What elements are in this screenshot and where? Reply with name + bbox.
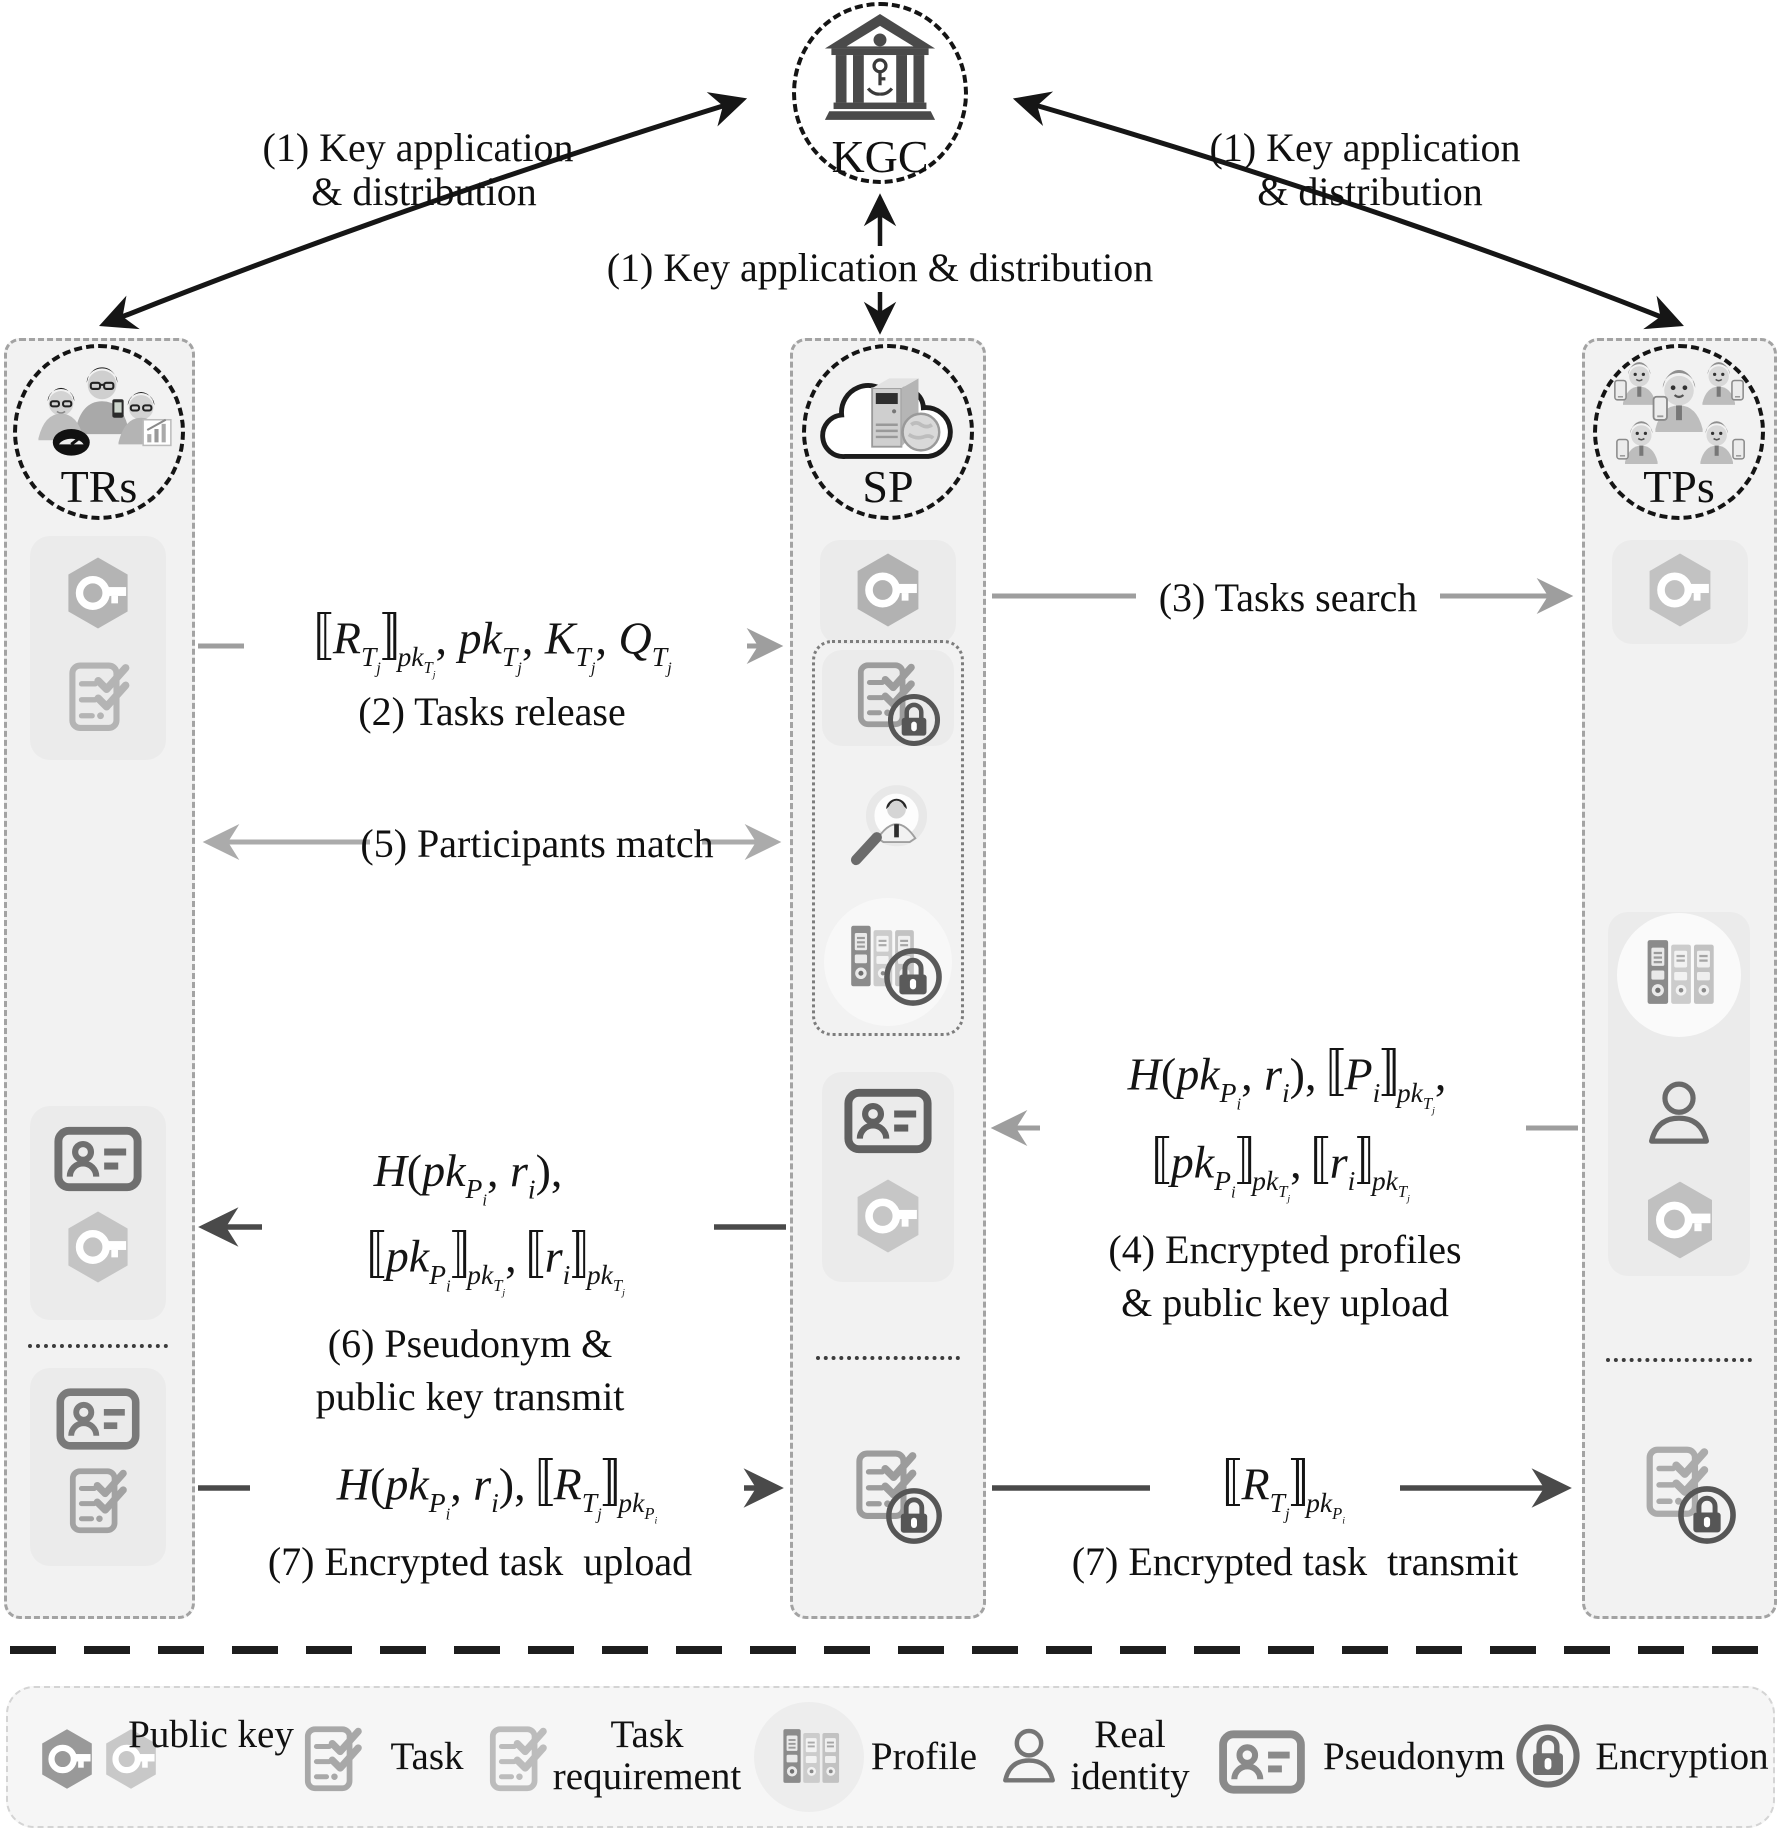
profile-icon (1640, 934, 1716, 1010)
step7-right-label: (7) Encrypted task transmit (1071, 1539, 1519, 1584)
legend-item-task: Task (390, 1735, 464, 1778)
public-key-icon (61, 1210, 135, 1284)
trs-divider (28, 1344, 168, 1348)
public-key-icon (1640, 1180, 1720, 1260)
encryption-lock-icon (886, 692, 942, 748)
step3-label: (3) Tasks search (1158, 575, 1418, 620)
step4-label-line1: (4) Encrypted profiles (1108, 1227, 1462, 1272)
kgc-bank-icon (818, 14, 942, 122)
task-requesters-icon (22, 356, 176, 464)
step7-left-label: (7) Encrypted task upload (267, 1539, 693, 1584)
step1-right-label-line2: & distribution (1257, 169, 1483, 214)
legend-item-task-requirement: Task requirement (552, 1713, 742, 1799)
cloud-server-icon (806, 354, 970, 476)
kgc-node-circle (792, 2, 968, 184)
profile-icon (777, 1724, 841, 1788)
public-key-icon (36, 1728, 98, 1790)
encryption-icon (1514, 1722, 1582, 1790)
public-key-icon (61, 556, 135, 630)
step6-formula-line1: H(pkPi, ri), (373, 1145, 563, 1210)
pseudonym-icon (56, 1388, 140, 1450)
tps-divider (1606, 1358, 1752, 1362)
public-key-icon (850, 552, 926, 628)
step6-label-line1: (6) Pseudonym & (327, 1321, 613, 1366)
sp-node-circle (802, 344, 974, 520)
sp-divider (816, 1356, 960, 1360)
real-identity-icon (1642, 1076, 1716, 1150)
pseudonym-icon (1218, 1730, 1306, 1794)
step1-right-label-line1: (1) Key application (1209, 125, 1521, 170)
trs-node-circle (13, 344, 185, 520)
step5-label: (5) Participants match (360, 821, 714, 866)
participant-search-icon (842, 780, 936, 874)
legend-item-profile: Profile (870, 1735, 978, 1778)
public-key-icon (850, 1178, 926, 1254)
task-icon (297, 1722, 369, 1794)
legend-item-public-key: Public key (128, 1713, 294, 1756)
public-key-icon (1642, 552, 1718, 628)
kgc-label: KGC (831, 131, 929, 182)
legend-item-real-identity: Real identity (1070, 1713, 1190, 1799)
task-icon (61, 654, 137, 738)
sp-processing-group (812, 640, 964, 1036)
step4-label-line2: & public key upload (1121, 1280, 1449, 1325)
tps-label: TPs (1643, 461, 1715, 512)
step1-left-label-line2: & distribution (311, 169, 537, 214)
encryption-lock-icon (1676, 1484, 1738, 1546)
legend-item-encryption: Encryption (1595, 1735, 1769, 1778)
legend-item-pseudonym: Pseudonym (1322, 1735, 1506, 1778)
pseudonym-icon (54, 1126, 142, 1192)
task-participants-icon (1602, 354, 1756, 466)
encryption-lock-icon (882, 946, 944, 1008)
pseudonym-icon (844, 1088, 932, 1154)
step6-label-line2: public key transmit (315, 1374, 625, 1419)
encryption-lock-icon (884, 1486, 944, 1546)
step2-label: (2) Tasks release (358, 689, 626, 734)
tps-node-circle (1593, 344, 1765, 520)
legend: Public key Task Task requirement Profile… (6, 1686, 1775, 1828)
step1-middle-label: (1) Key application & distribution (606, 245, 1154, 290)
trs-label: TRs (60, 461, 138, 512)
step1-left-label-line1: (1) Key application (262, 125, 574, 170)
task-icon (62, 1460, 134, 1540)
sp-label: SP (862, 461, 914, 512)
